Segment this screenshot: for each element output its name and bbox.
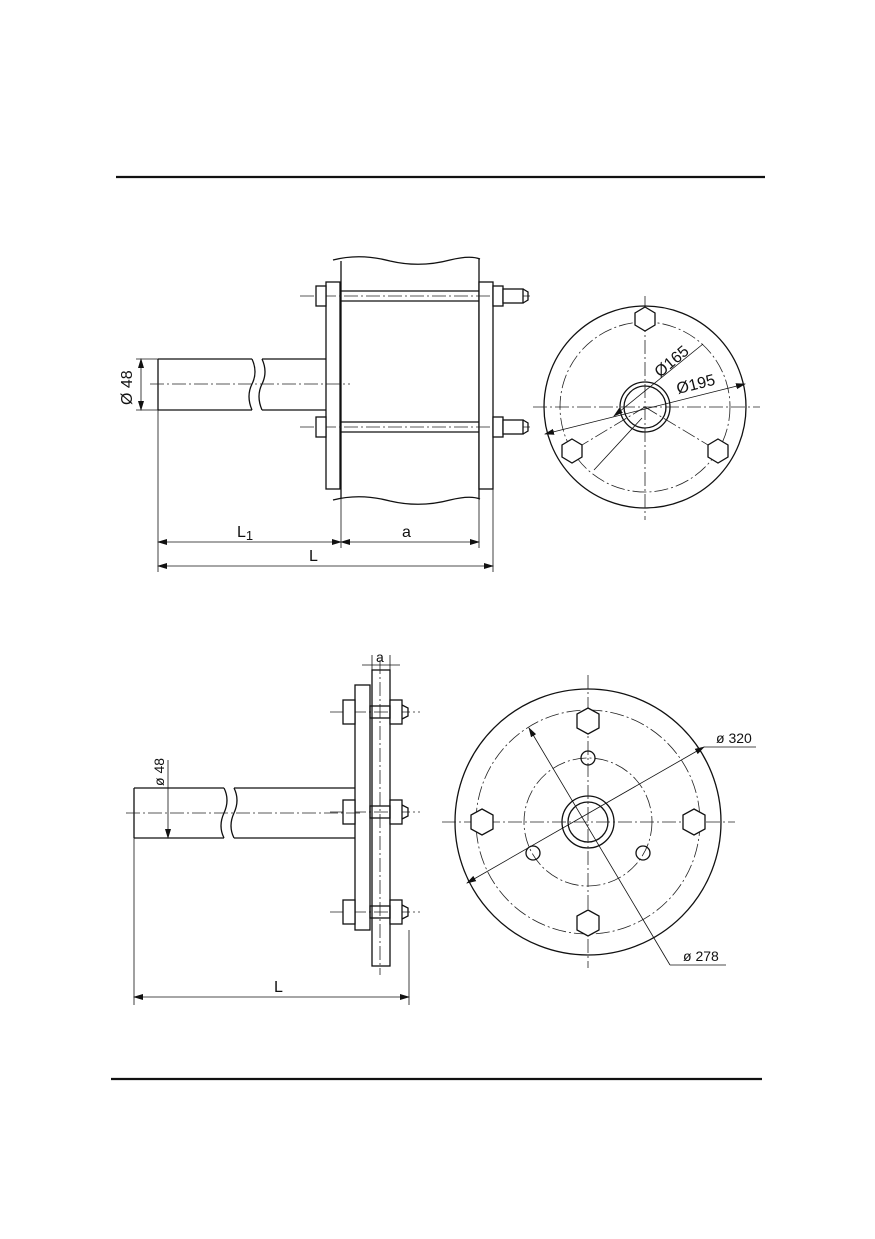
top-bolt-head-2 [561, 438, 583, 464]
top-inner-diameter-label: Ø165 [652, 343, 693, 381]
top-dim-l1-label: L1 [237, 524, 253, 543]
top-end-view: Ø165 Ø195 [533, 296, 760, 520]
bottom-shaft [126, 787, 360, 839]
bottom-dim-l-label: L [274, 979, 283, 996]
bottom-dim-l: L [133, 838, 410, 1005]
bottom-left-flange [354, 684, 371, 931]
top-upper-tie-rod [300, 285, 530, 307]
top-bolt-head-3 [707, 438, 729, 464]
top-right-flange [478, 281, 494, 490]
top-shaft-diameter-label: Ø 48 [119, 370, 136, 405]
bottom-lower-bolt [330, 899, 420, 925]
top-dim-a-label: a [402, 524, 411, 541]
bottom-bolt-head-top [576, 707, 600, 735]
bottom-bolt-circle-label: ø 278 [683, 948, 719, 964]
bottom-outer-diameter-label: ø 320 [716, 730, 752, 746]
bottom-dim-a-label: a [376, 649, 384, 665]
bottom-upper-bolt [330, 699, 420, 725]
bottom-end-view: ø 320 ø 278 [442, 675, 756, 968]
bottom-shaft-diameter-label: ø 48 [151, 758, 167, 786]
top-left-flange [325, 281, 341, 490]
bottom-bolt-head-bottom [576, 909, 600, 937]
top-bolt-head-1 [634, 306, 656, 332]
top-lower-tie-rod [300, 416, 530, 438]
top-side-view: Ø 48 L1 a L [119, 256, 530, 572]
top-length-dimensions: L1 a L [157, 410, 494, 572]
top-dim-l-label: L [309, 548, 318, 565]
bottom-shaft-diameter-dimension: ø 48 [151, 758, 171, 839]
top-shaft [150, 358, 350, 411]
bottom-dim-a: a [362, 649, 400, 672]
top-pipe [332, 256, 481, 505]
bottom-bolt-head-left [470, 808, 494, 836]
top-bolt-circle-label: Ø195 [675, 372, 717, 398]
top-shaft-diameter-dimension: Ø 48 [119, 358, 158, 411]
bottom-bolt-head-right [682, 808, 706, 836]
bottom-small-hole-3 [635, 845, 651, 861]
bottom-side-view: ø 48 a L [126, 649, 420, 1005]
bottom-middle-bolt [330, 799, 420, 825]
